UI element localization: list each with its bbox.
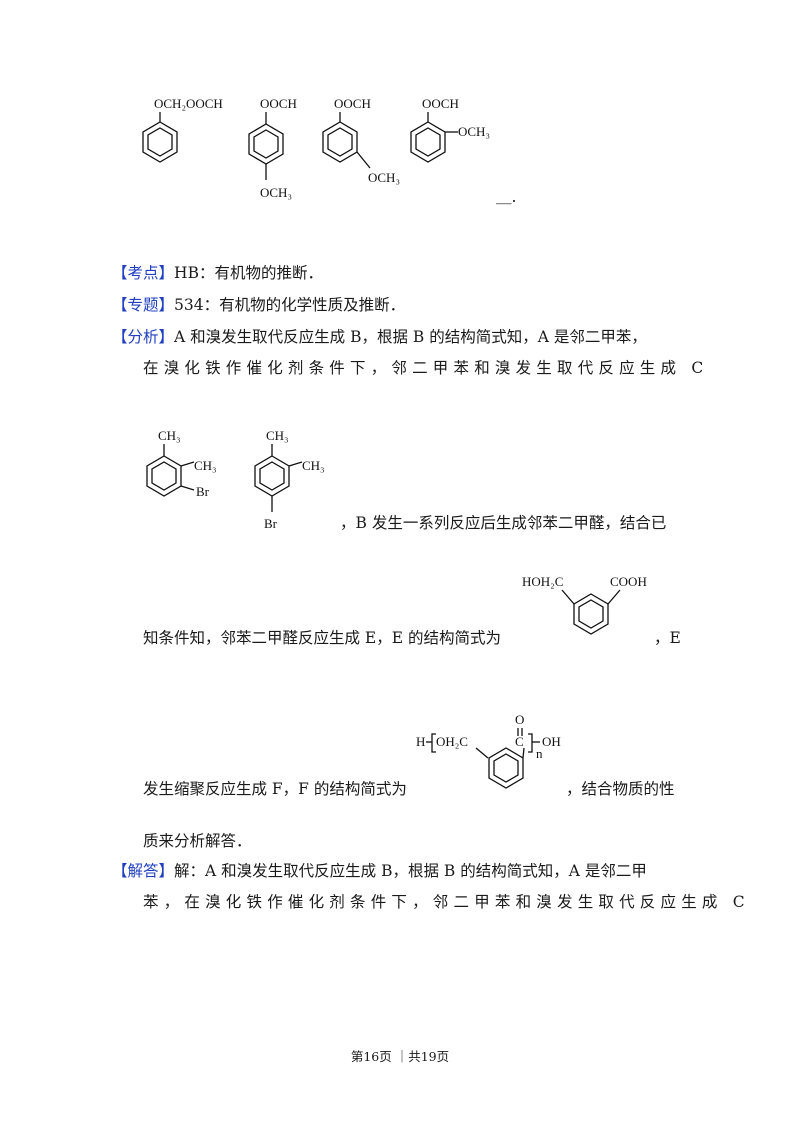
label-oooch-3: OOCH — [334, 96, 371, 111]
fenxi-line-3: ，B 发生一系列反应后生成邻苯二甲醛，结合已 — [340, 514, 667, 532]
bracket-open: 【 — [112, 264, 128, 282]
jieda-line-1: 【解答】解：A 和溴发生取代反应生成 B，根据 B 的结构简式知，A 是邻二甲 — [112, 860, 647, 882]
label-br-c2: Br — [264, 516, 278, 531]
kaodian-text: HB：有机物的推断． — [174, 264, 323, 282]
jieda-line-2: 苯，在溴化铁作催化剂条件下，邻二甲苯和溴发生取代反应生成 C — [143, 893, 750, 911]
structure-m-methoxy-formate: OOCH OCH₃ — [322, 96, 400, 185]
label-ch3-c2a: CH₃ — [266, 428, 289, 443]
label-oh2c: OH₂C — [436, 734, 468, 749]
structure-o-methoxy-formate: OOCH OCH₃ — [410, 96, 490, 163]
fenxi-line-4b: ，E — [654, 629, 681, 647]
bracket-open: 【 — [112, 296, 128, 314]
structure-c-isomer-1: CH₃ CH₃ Br — [146, 428, 217, 499]
jieda-tag: 解答 — [127, 862, 159, 880]
structure-e: HOH₂C COOH — [522, 574, 647, 635]
label-och3-4: OCH₃ — [458, 124, 490, 139]
bracket-close: 】 — [158, 296, 175, 314]
label-ch3-c1b: CH₃ — [194, 458, 217, 473]
label-cooh: COOH — [610, 574, 647, 589]
structure-f-polymer: H OH₂C O C n OH — [416, 712, 561, 789]
bracket-close: 】 — [158, 862, 175, 880]
label-och2oooch: OCH₂OOCH — [154, 96, 223, 111]
structure-p-methoxy-formate: OOCH OCH₃ — [248, 96, 297, 200]
label-br-c1: Br — [196, 484, 210, 499]
kaodian-tag: 考点 — [127, 264, 159, 282]
zhuanti-text: 534：有机物的化学性质及推断． — [174, 296, 406, 314]
structure-phenyl-och2oooch: OCH₂OOCH — [142, 96, 223, 163]
label-h: H — [416, 734, 425, 749]
kaodian-line: 【考点】HB：有机物的推断． — [112, 262, 323, 284]
fenxi-tag: 分析 — [127, 328, 159, 346]
bracket-open: 【 — [112, 862, 128, 880]
answer-blank: ＿. — [496, 188, 517, 206]
label-hoh2c: HOH₂C — [522, 574, 563, 589]
label-ch3-c1a: CH₃ — [158, 428, 181, 443]
label-ch3-c2b: CH₃ — [302, 458, 325, 473]
fenxi-line-5a: 发生缩聚反应生成 F，F 的结构简式为 — [143, 780, 407, 798]
page-footer: 第16页 ｜共19页 — [350, 1049, 450, 1064]
label-oooch-4: OOCH — [422, 96, 459, 111]
label-oooch-2: OOCH — [260, 96, 297, 111]
zhuanti-tag: 专题 — [127, 296, 159, 314]
label-och3-2: OCH₃ — [260, 185, 292, 200]
fenxi-line-6: 质来分析解答． — [143, 832, 252, 850]
fenxi-line-4a: 知条件知，邻苯二甲醛反应生成 E，E 的结构简式为 — [143, 629, 501, 647]
label-c: C — [515, 734, 524, 749]
bracket-close: 】 — [158, 264, 175, 282]
structure-c-isomer-2: CH₃ CH₃ Br — [254, 428, 325, 531]
label-n: n — [536, 746, 543, 761]
label-och3-3: OCH₃ — [368, 170, 400, 185]
bracket-open: 【 — [112, 328, 128, 346]
label-o: O — [515, 712, 524, 727]
zhuanti-line: 【专题】534：有机物的化学性质及推断． — [112, 294, 405, 316]
fenxi-text-1: A 和溴发生取代反应生成 B，根据 B 的结构简式知，A 是邻二甲苯， — [174, 328, 647, 346]
label-oh: OH — [542, 734, 561, 749]
fenxi-line-1: 【分析】A 和溴发生取代反应生成 B，根据 B 的结构简式知，A 是邻二甲苯， — [112, 326, 647, 348]
jieda-text-1: 解：A 和溴发生取代反应生成 B，根据 B 的结构简式知，A 是邻二甲 — [174, 862, 647, 880]
bracket-close: 】 — [158, 328, 175, 346]
fenxi-line-5b: ，结合物质的性 — [566, 780, 675, 798]
fenxi-line-2: 在溴化铁作催化剂条件下，邻二甲苯和溴发生取代反应生成 C — [143, 359, 709, 377]
